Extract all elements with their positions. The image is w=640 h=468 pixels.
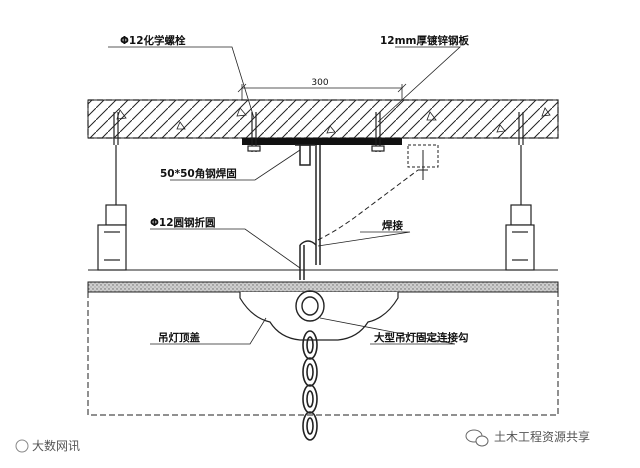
label-cover: 吊灯顶盖 [158, 331, 200, 344]
swing-indicator [317, 144, 439, 241]
label-weld: 焊接 [382, 219, 403, 232]
watermark-left: 大数网讯 [15, 438, 80, 453]
side-hanger-right [505, 145, 535, 271]
watermark-left-text: 大数网讯 [32, 438, 80, 453]
connection-hook [295, 290, 325, 322]
label-bolt: Φ12化学螺栓 [120, 34, 186, 47]
watermark-right: 土木工程资源共享 [465, 429, 590, 447]
side-hanger-left [97, 145, 127, 271]
watermark-right-text: 土木工程资源共享 [494, 429, 590, 444]
leader-lines [108, 46, 462, 345]
label-plate: 12mm厚镀锌钢板 [380, 34, 469, 47]
chemical-bolts [113, 112, 524, 152]
label-round-steel: Φ12圆钢折圆 [150, 216, 216, 229]
concrete-slab [87, 99, 559, 139]
lamp-canopy [239, 292, 399, 341]
label-angle-steel: 50*50角钢焊固 [160, 167, 237, 180]
dimension-300: 300 [237, 78, 407, 100]
galvanized-steel-plate [242, 138, 402, 145]
angle-steel-and-rod [295, 144, 321, 280]
dimension-label: 300 [311, 78, 328, 88]
label-hook: 大型吊灯固定连接勾 [374, 331, 469, 344]
ceiling-board [87, 269, 559, 293]
chain [302, 330, 318, 441]
